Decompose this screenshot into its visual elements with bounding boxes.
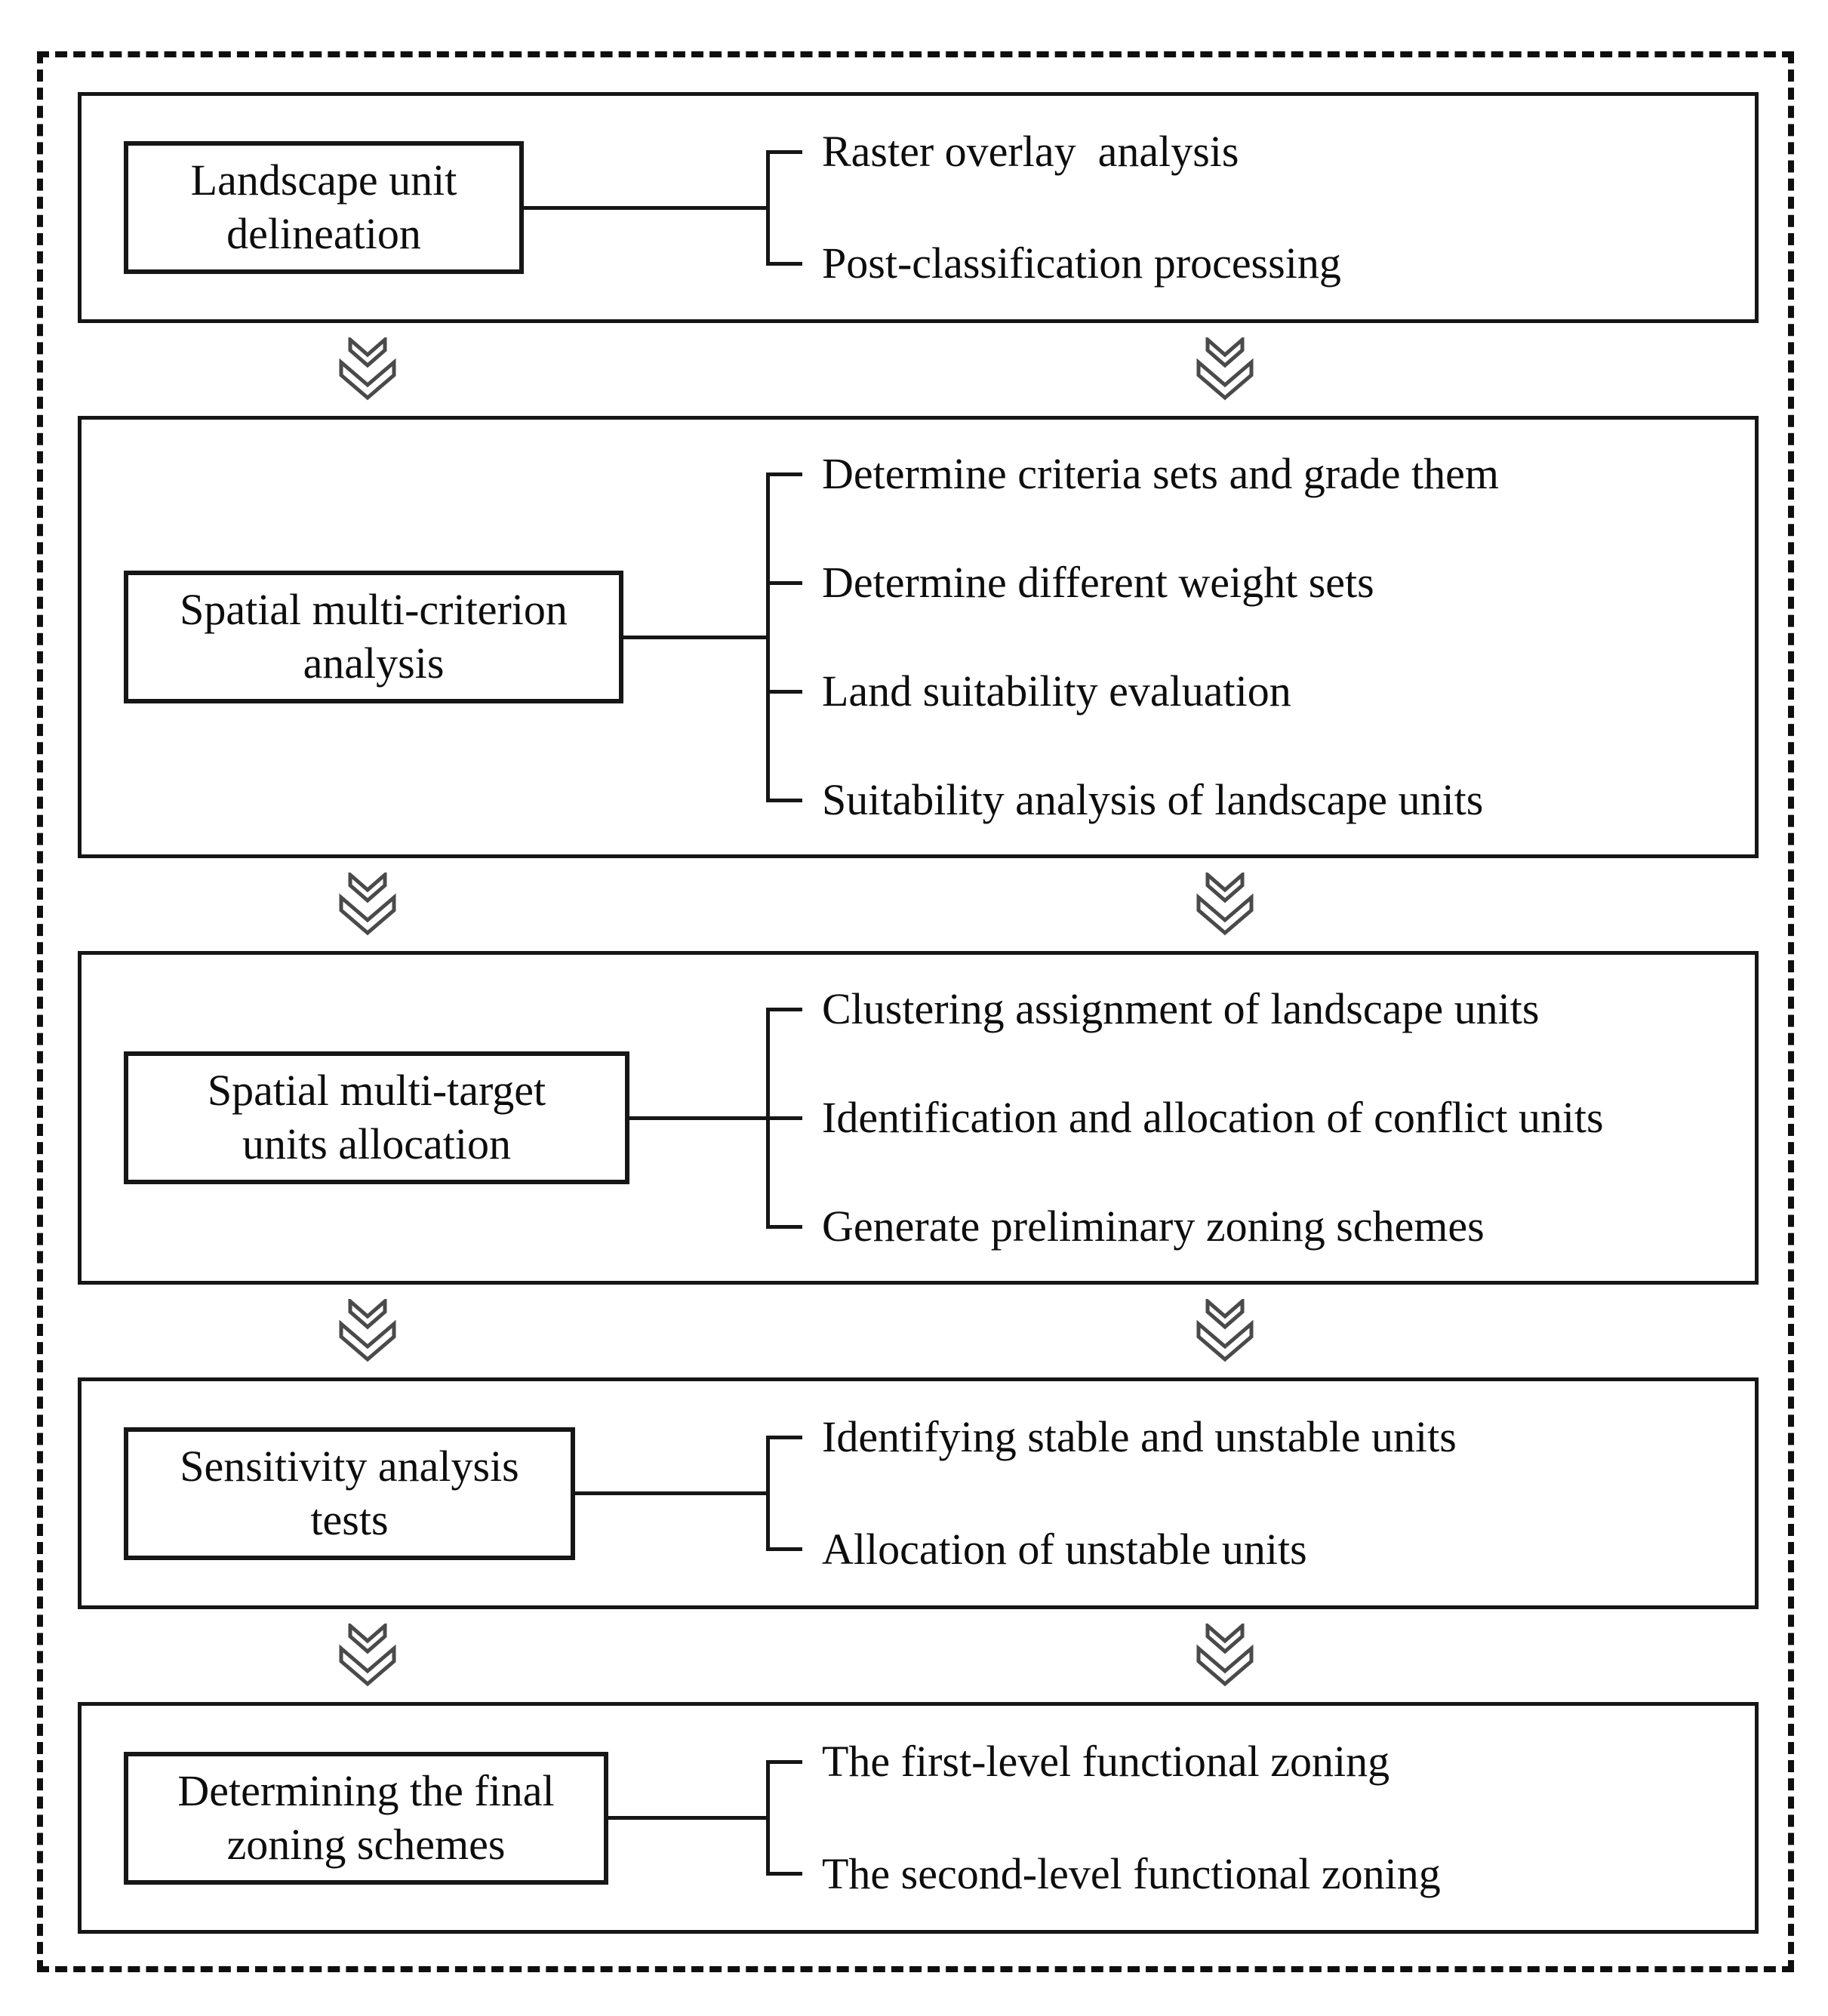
bracket-item-label: Post-classification processing [822, 239, 1341, 288]
bracket-tick [766, 149, 802, 154]
section-sensitivity-analysis-tests: Sensitivity analysis tests Identifying s… [78, 1377, 1759, 1609]
bracket-tick [766, 1224, 802, 1229]
section-label: Landscape unit delineation [190, 155, 457, 258]
chevron-row [78, 1609, 1759, 1702]
bracket-item-label: The first-level functional zoning [822, 1737, 1390, 1787]
bracket: Identifying stable and unstable units Al… [766, 1381, 1755, 1605]
section-label-box: Landscape unit delineation [124, 141, 524, 274]
bracket-item-row: Post-classification processing [766, 208, 1755, 319]
bracket-tick [766, 472, 802, 476]
bracket-item-label: Land suitability evaluation [822, 666, 1291, 716]
bracket: Raster overlay analysis Post-classificat… [766, 96, 1755, 319]
double-chevron-down-icon [339, 872, 396, 937]
bracket-item-label: Determine different weight sets [822, 558, 1374, 607]
connector-line [608, 1816, 766, 1820]
double-chevron-down-icon [1196, 872, 1254, 937]
bracket-item-row: Generate preliminary zoning schemes [766, 1172, 1755, 1281]
double-chevron-down-icon [1196, 1298, 1254, 1364]
bracket-item-row: Identification and allocation of conflic… [766, 1063, 1755, 1172]
section-spatial-multi-target-units-allocation: Spatial multi-target units allocation Cl… [78, 951, 1759, 1285]
bracket-item-label: Determine criteria sets and grade them [822, 449, 1499, 498]
bracket-item-row: Identifying stable and unstable units [766, 1381, 1755, 1494]
bracket: The first-level functional zoning The se… [766, 1706, 1755, 1930]
bracket-item-row: Clustering assignment of landscape units [766, 955, 1755, 1063]
section-label: Spatial multi-target units allocation [207, 1066, 546, 1168]
section-label-box: Spatial multi-target units allocation [124, 1051, 629, 1184]
double-chevron-down-icon [339, 337, 396, 402]
section-determining-final-zoning-schemes: Determining the final zoning schemes The… [78, 1702, 1759, 1934]
bracket-spine [766, 1762, 770, 1874]
bracket-spine [766, 474, 770, 800]
bracket-tick [766, 1007, 802, 1011]
bracket-tick [766, 261, 802, 266]
chevron-row [78, 858, 1759, 951]
bracket-spine [766, 1008, 770, 1227]
chevron-row [78, 323, 1759, 416]
bracket-tick [766, 1759, 802, 1764]
dashed-outer-frame: Landscape unit delineation Raster overla… [37, 51, 1794, 1972]
bracket-spine [766, 152, 770, 263]
section-spatial-multi-criterion-analysis: Spatial multi-criterion analysis Determi… [78, 416, 1759, 858]
section-landscape-unit-delineation: Landscape unit delineation Raster overla… [78, 92, 1759, 323]
bracket-item-label: Clustering assignment of landscape units [822, 984, 1540, 1033]
bracket-item-row: Determine different weight sets [766, 528, 1755, 637]
bracket-tick [766, 1435, 802, 1439]
connector-line [629, 1116, 766, 1120]
section-label: Determining the final zoning schemes [177, 1765, 555, 1869]
double-chevron-down-icon [1196, 1623, 1254, 1688]
bracket-item-label: Raster overlay analysis [822, 127, 1239, 176]
bracket: Determine criteria sets and grade them D… [766, 420, 1755, 854]
bracket-item-row: Determine criteria sets and grade them [766, 420, 1755, 528]
bracket-item-label: Identification and allocation of conflic… [822, 1093, 1604, 1142]
bracket-item-label: Generate preliminary zoning schemes [822, 1202, 1485, 1251]
bracket-tick [766, 1116, 802, 1120]
section-label: Spatial multi-criterion analysis [180, 585, 568, 688]
connector-line [623, 635, 766, 639]
bracket-item-label: The second-level functional zoning [822, 1848, 1441, 1898]
section-label: Sensitivity analysis tests [180, 1441, 519, 1544]
bracket-item-label: Allocation of unstable units [822, 1524, 1307, 1574]
bracket: Clustering assignment of landscape units… [766, 955, 1755, 1281]
bracket-tick [766, 1872, 802, 1876]
double-chevron-down-icon [1196, 337, 1254, 402]
bracket-spine [766, 1437, 770, 1550]
bracket-item-row: Land suitability evaluation [766, 637, 1755, 746]
bracket-item-row: Raster overlay analysis [766, 96, 1755, 208]
double-chevron-down-icon [339, 1298, 396, 1364]
connector-line [524, 205, 766, 210]
chevron-row [78, 1285, 1759, 1377]
bracket-item-row: The first-level functional zoning [766, 1706, 1755, 1818]
bracket-tick [766, 689, 802, 694]
connector-line [575, 1491, 766, 1495]
double-chevron-down-icon [339, 1623, 396, 1688]
section-label-box: Determining the final zoning schemes [124, 1751, 608, 1885]
bracket-item-row: Suitability analysis of landscape units [766, 746, 1755, 854]
bracket-item-row: The second-level functional zoning [766, 1818, 1755, 1931]
section-label-box: Sensitivity analysis tests [124, 1427, 575, 1560]
section-label-box: Spatial multi-criterion analysis [124, 571, 623, 703]
bracket-item-label: Identifying stable and unstable units [822, 1412, 1457, 1462]
bracket-tick [766, 798, 802, 802]
bracket-tick [766, 1547, 802, 1552]
bracket-item-row: Allocation of unstable units [766, 1494, 1755, 1606]
bracket-tick [766, 580, 802, 585]
bracket-item-label: Suitability analysis of landscape units [822, 775, 1484, 824]
